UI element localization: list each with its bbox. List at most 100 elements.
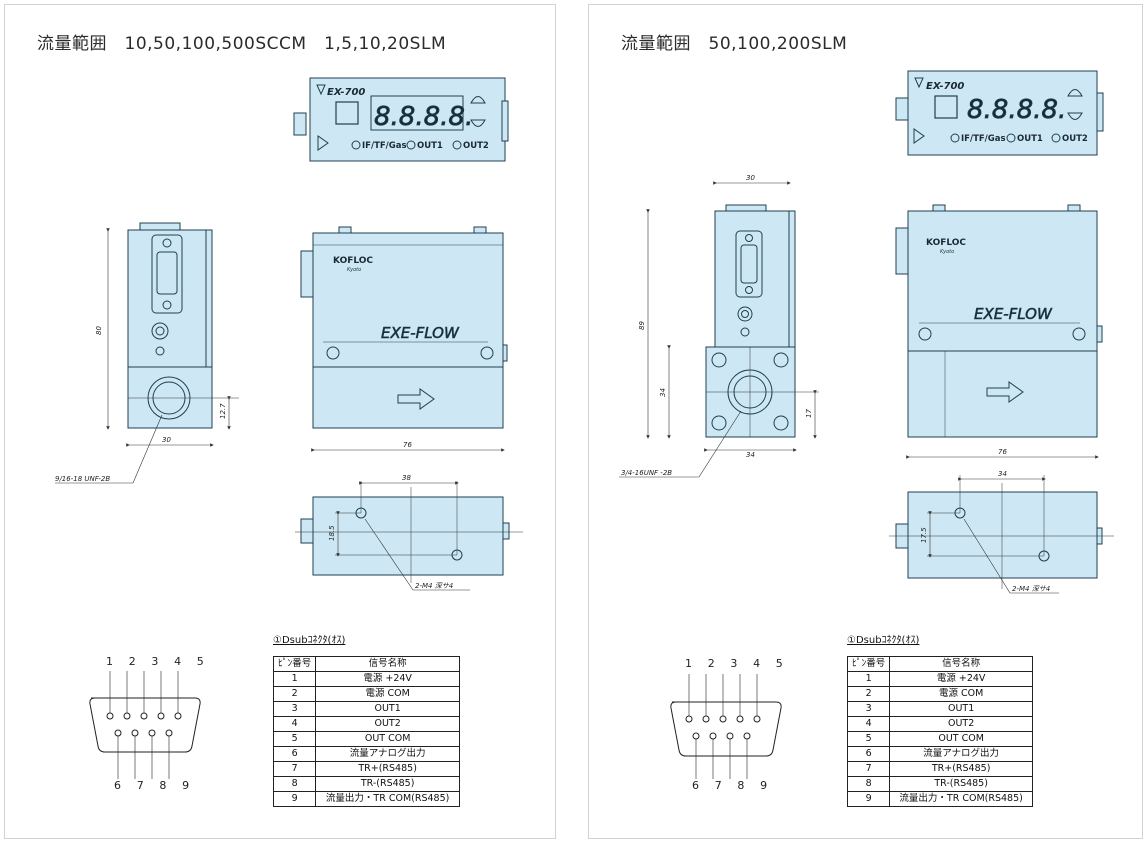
pin-cell: 6 [272,746,317,762]
right-pin-numbers-top: 1 2 3 4 5 [685,657,789,670]
left-indicator-2: OUT1 [417,141,443,151]
left-side-view: 80 30 12.7 9/16-18 UNF-2B [55,222,239,484]
pin-cell: 5 [846,731,891,747]
left-indicator-3: OUT2 [463,141,489,151]
right-brand-sub: Kyoto [940,249,954,255]
left-pin-numbers-top: 1 2 3 4 5 [106,655,210,668]
right-mount-holes: 2-M4 深サ4 [1012,585,1050,593]
signal-cell: 流量アナログ出力 [315,746,460,762]
signal-cell: TR-(RS485) [315,776,460,792]
left-front-view: KOFLOC Kyoto EXE-FLOW 76 [300,226,508,452]
left-port-thread: 9/16-18 UNF-2B [55,475,110,483]
right-dim-port-height: 17 [805,409,813,418]
right-indicator-3: OUT2 [1062,134,1088,144]
pin-cell: 6 [846,746,891,762]
pin-cell: 9 [846,791,891,807]
right-bottom-view: 34 17.5 2-M4 深サ4 [889,470,1114,594]
signal-cell: OUT2 [889,716,1033,732]
pin-number-header: ﾋﾟﾝ番号 [846,656,891,672]
right-dim-block-height: 34 [659,388,667,397]
pin-cell: 7 [272,761,317,777]
pin-cell: 3 [272,701,317,717]
signal-cell: TR+(RS485) [889,761,1033,777]
signal-cell: 流量アナログ出力 [889,746,1033,762]
pin-cell: 8 [272,776,317,792]
right-port-thread: 3/4-16UNF -2B [621,469,672,477]
signal-name-header: 信号名称 [315,656,460,672]
right-drawing: EX-700 8.8.8.8. IF/TF/Gas OUT1 OUT2 [619,70,1114,779]
right-dim-hole-spacing: 34 [998,470,1007,478]
left-pin-numbers-bottom: 6 7 8 9 [114,779,196,792]
right-indicator-2: OUT1 [1017,134,1043,144]
left-dim-hole-spacing: 38 [402,474,411,482]
signal-cell: OUT COM [889,731,1033,747]
right-connector-title: ①Dsubｺﾈｸﾀ(ｵｽ) [847,635,920,646]
pin-cell: 1 [272,671,317,687]
left-model-label: EX-700 [327,87,365,98]
signal-cell: 電源 COM [315,686,460,702]
left-dsub-diagram [89,671,201,779]
signal-cell: TR+(RS485) [315,761,460,777]
right-panel-title: 流量範囲 50,100,200SLM [621,34,848,54]
pin-cell: 7 [846,761,891,777]
left-dim-port-height: 12.7 [219,403,227,419]
left-product-name: EXE-FLOW [381,324,460,342]
signal-cell: OUT1 [315,701,460,717]
right-model-label: EX-700 [926,81,964,92]
signal-cell: 電源 +24V [315,671,460,687]
right-dim-hole-offset: 17.5 [920,527,928,543]
left-dim-length: 76 [403,441,412,449]
pin-cell: 2 [272,686,317,702]
pin-cell: 5 [272,731,317,747]
right-dim-top-width: 30 [746,174,755,182]
right-panel: 流量範囲 50,100,200SLM EX-700 8.8.8.8. IF/TF… [588,4,1143,839]
left-front-display-view: EX-700 8.8.8.8. IF/TF/Gas OUT1 OUT2 [293,77,509,162]
pin-cell: 9 [272,791,317,807]
left-dim-hole-offset: 18.5 [328,525,336,541]
signal-cell: 電源 +24V [889,671,1033,687]
left-indicator-1: IF/TF/Gas [362,141,407,151]
right-front-view: KOFLOC Kyoto EXE-FLOW 76 [895,204,1103,459]
left-dim-side-width: 30 [162,436,171,444]
left-bottom-view: 38 18.5 2-M4 深サ4 [295,474,523,591]
right-pin-numbers-bottom: 6 7 8 9 [692,779,774,792]
left-connector-title: ①Dsubｺﾈｸﾀ(ｵｽ) [273,635,346,646]
right-dsub-diagram [670,674,782,779]
left-panel: 流量範囲 10,50,100,500SCCM 1,5,10,20SLM EX-7… [4,4,556,839]
signal-cell: 電源 COM [889,686,1033,702]
right-product-name: EXE-FLOW [974,305,1053,323]
pin-cell: 4 [272,716,317,732]
left-panel-title: 流量範囲 10,50,100,500SCCM 1,5,10,20SLM [37,34,447,54]
signal-cell: TR-(RS485) [889,776,1033,792]
right-digits: 8.8.8.8. [967,95,1066,125]
signal-cell: OUT COM [315,731,460,747]
pin-cell: 4 [846,716,891,732]
signal-cell: 流量出力・TR COM(RS485) [315,791,460,807]
right-side-view: 30 89 34 34 17 3/4-16UNF -2B [619,174,819,478]
right-brand: KOFLOC [926,238,966,248]
left-brand-sub: Kyoto [347,267,361,273]
right-indicator-1: IF/TF/Gas [961,134,1006,144]
signal-cell: OUT2 [315,716,460,732]
right-dim-length: 76 [998,448,1007,456]
pin-cell: 3 [846,701,891,717]
